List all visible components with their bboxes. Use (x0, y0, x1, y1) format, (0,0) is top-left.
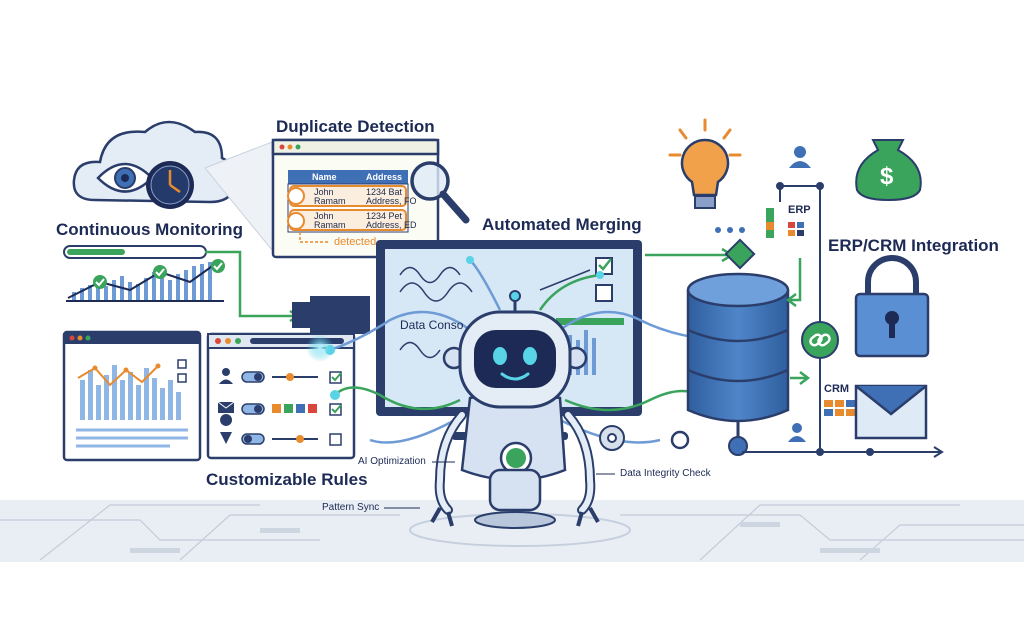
clock-icon (146, 161, 194, 209)
table-row-2-name-line1: John (314, 211, 334, 221)
table-row-2-name-line2: Ramam (314, 220, 346, 230)
table-row-1-name-line1: John (314, 187, 334, 197)
duplicate-detection-window (271, 138, 470, 259)
location-pin-icon (220, 414, 233, 444)
envelope-icon (217, 401, 235, 413)
user-icon (789, 146, 811, 168)
money-bag-icon (855, 139, 922, 202)
data-integrity-check-label: Data Integrity Check (620, 468, 711, 479)
link-icon (801, 321, 839, 359)
user-icon (219, 368, 233, 384)
connector-line (205, 250, 296, 318)
detected-status: detected (334, 236, 377, 248)
customizable-rules-label: Customizable Rules (206, 470, 368, 489)
analytics-window (62, 330, 202, 462)
erp-label: ERP (788, 204, 811, 216)
crm-label: CRM (824, 383, 850, 395)
table-row-1-address-line1: 1234 Bat (366, 187, 403, 197)
table-header-name: Name (312, 172, 337, 182)
plug-icon (292, 302, 310, 328)
check-icon (93, 259, 225, 289)
magnifier-icon (410, 161, 470, 224)
envelope-icon (854, 384, 928, 440)
monitoring-progress-bar (63, 245, 207, 259)
continuous-monitoring-label: Continuous Monitoring (56, 220, 243, 239)
table-row-1-name-line2: Ramam (314, 196, 346, 206)
table-row-2-address-line1: 1234 Pet (366, 211, 403, 221)
lightbulb-icon (668, 118, 742, 209)
robot-icon (430, 290, 600, 529)
table-row-2-address-line2: Address, ED (366, 220, 417, 230)
monitoring-trend-chart (66, 259, 225, 302)
node-diamond (724, 238, 756, 270)
crm-module-icon (824, 400, 855, 416)
erp-module-icon (766, 202, 812, 240)
database-icon (686, 272, 790, 456)
erp-crm-integration-label: ERP/CRM Integration (828, 236, 999, 255)
data-flow-dots (715, 227, 745, 233)
duplicate-detection-label: Duplicate Detection (276, 117, 435, 136)
data-console-label: Data Conso (400, 318, 464, 332)
pattern-sync-label: Pattern Sync (322, 502, 380, 513)
table-header-address: Address (366, 172, 403, 182)
table-row-1-address-line2: Address, FO (366, 196, 417, 206)
ai-optimization-label: AI Optimization (358, 456, 426, 467)
user-icon (788, 423, 806, 442)
gear-icon (599, 425, 625, 451)
padlock-icon (854, 255, 930, 358)
currency-symbol: $ (880, 163, 894, 190)
monitoring-cloud (72, 120, 273, 252)
automated-merging-label: Automated Merging (482, 215, 642, 234)
